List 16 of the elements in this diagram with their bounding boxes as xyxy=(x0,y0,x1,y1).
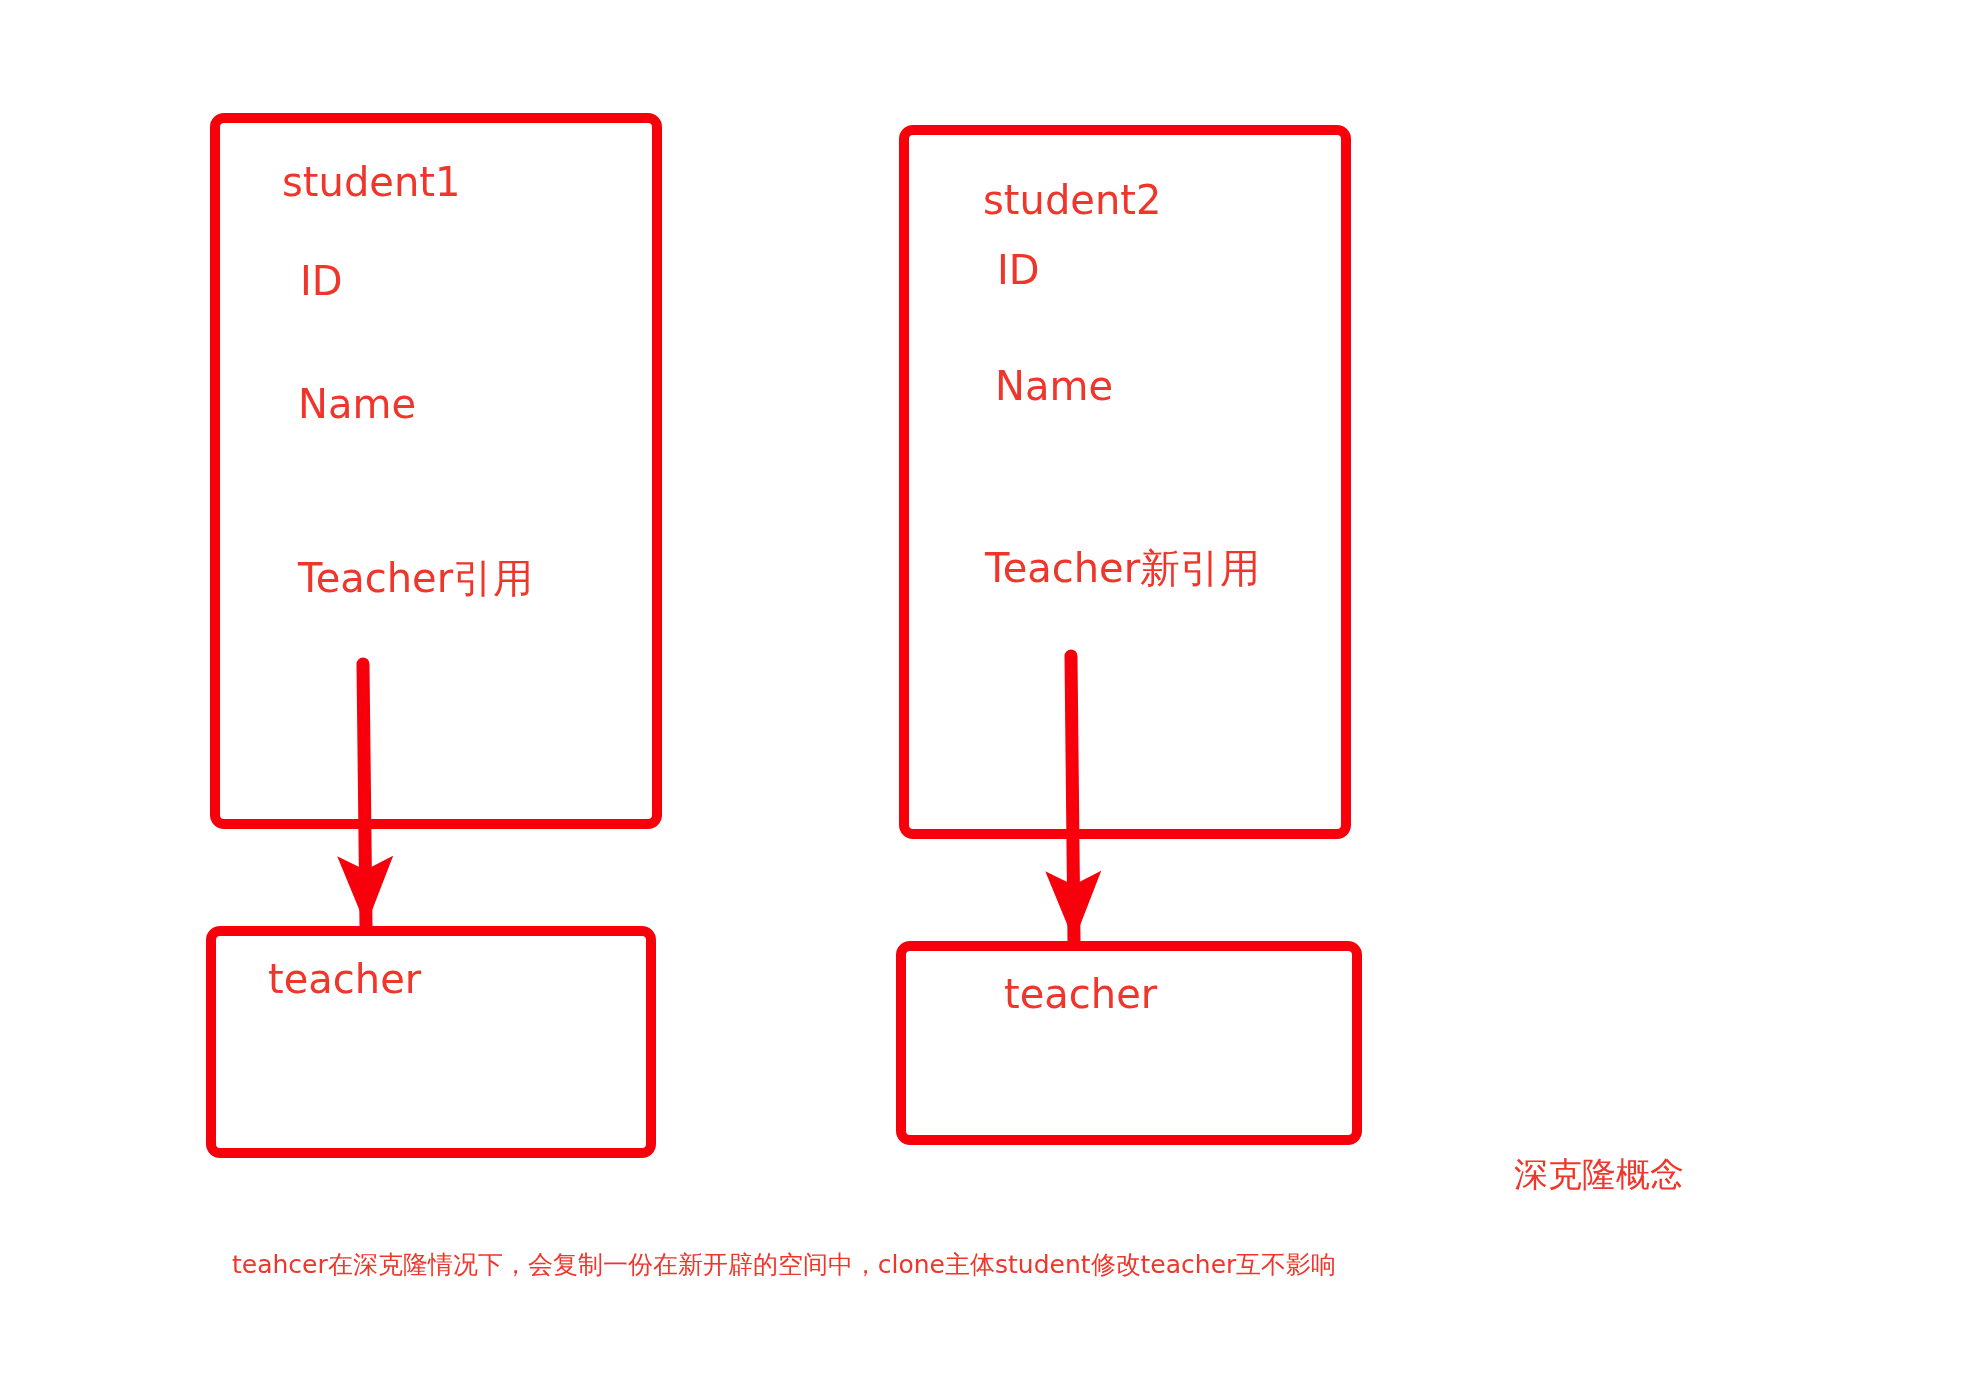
field-label: Name xyxy=(995,363,1113,409)
diagram-title-note: 深克隆概念 xyxy=(1514,1153,1684,1196)
object-title: teacher xyxy=(1004,971,1158,1017)
object-title: teacher xyxy=(268,956,422,1002)
object-box xyxy=(210,113,662,829)
object-title: student2 xyxy=(983,177,1162,223)
field-label: Name xyxy=(298,381,416,427)
explanation-note: teahcer在深克隆情况下，会复制一份在新开辟的空间中，clone主体student修改teacher互不影响 xyxy=(232,1249,1337,1281)
field-label: ID xyxy=(300,258,343,304)
field-label: Teacher新引用 xyxy=(985,545,1261,591)
object-box xyxy=(896,941,1362,1145)
object-box xyxy=(206,926,656,1158)
object-box xyxy=(899,125,1351,839)
field-label: Teacher引用 xyxy=(298,555,534,601)
field-label: ID xyxy=(997,247,1040,293)
object-title: student1 xyxy=(282,159,461,205)
